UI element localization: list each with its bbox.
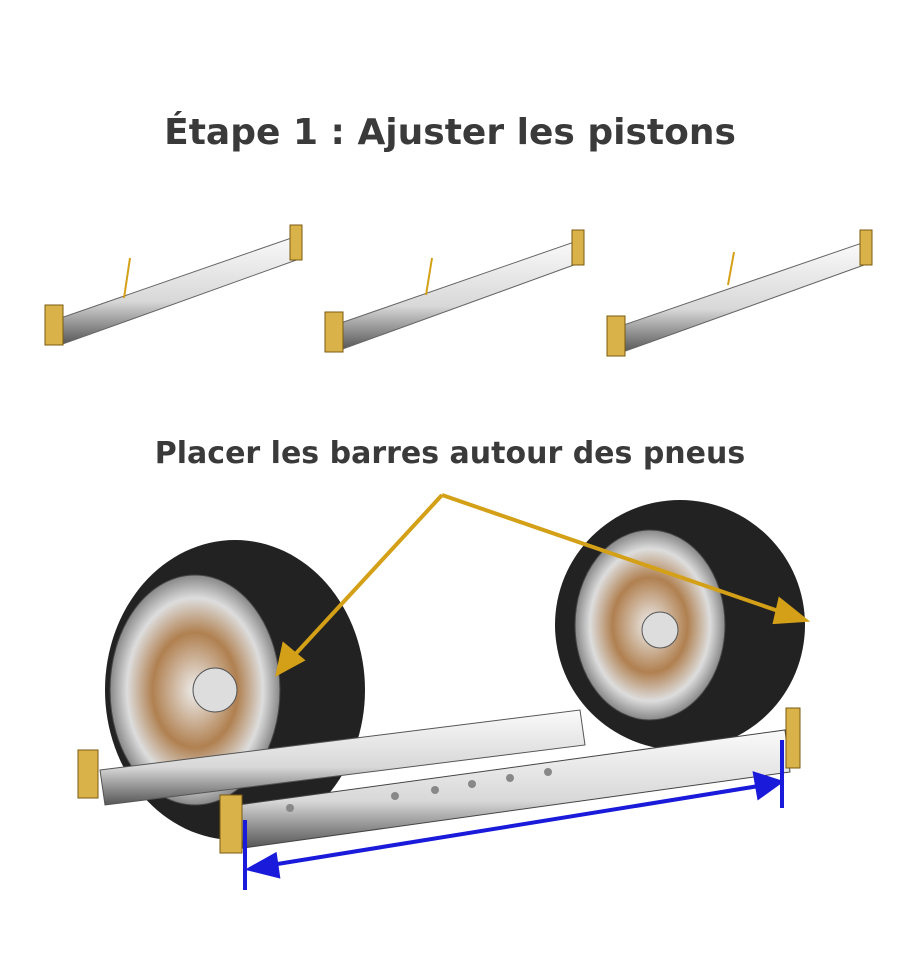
bracket-front-left	[219, 794, 243, 854]
rear-bar	[99, 709, 586, 806]
indicator-arrow	[123, 257, 131, 299]
piston-bar-1	[44, 224, 303, 346]
bracket-rear-left	[77, 749, 99, 799]
right-tire	[555, 500, 805, 750]
bracket-icon	[44, 304, 64, 346]
indicator-arrow	[425, 257, 433, 296]
indicator-arrow	[727, 251, 735, 286]
step-title: Étape 1 : Ajuster les pistons	[164, 112, 736, 153]
pointer-arrows	[275, 493, 811, 677]
piston-bar-3	[606, 229, 873, 357]
piston-bar-2	[324, 229, 585, 353]
measurement-arrow	[243, 740, 785, 890]
bracket-front-right	[785, 707, 801, 769]
instruction-title: Placer les barres autour des pneus	[154, 436, 746, 471]
